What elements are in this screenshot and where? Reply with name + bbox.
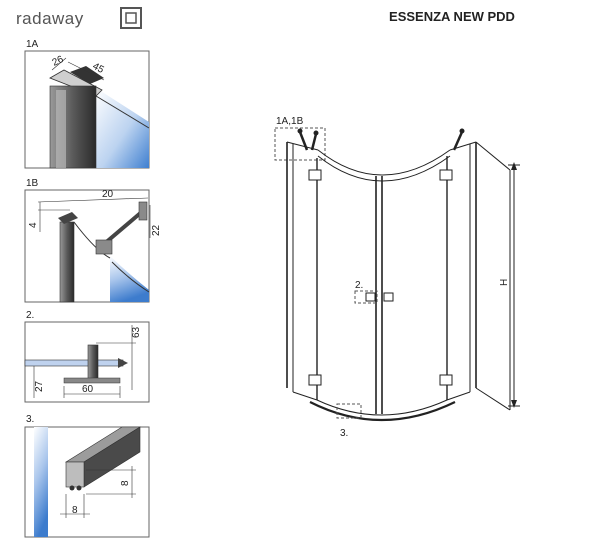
detail-2: 2. 63 27 60 <box>24 310 150 403</box>
detail-1b: 1B 20 4 22 <box>24 178 162 303</box>
stabilizer-bar-right <box>452 131 464 151</box>
dim-2-60: 60 <box>82 384 94 395</box>
bottom-seal-arc <box>309 401 456 421</box>
detail-1b-label: 1B <box>26 178 39 189</box>
stabilizer-bar-left <box>298 131 309 151</box>
detail-1a-glass <box>96 88 149 168</box>
dim-2-27: 27 <box>34 380 45 392</box>
detail-2-handle <box>87 344 99 382</box>
callout-2-label: 2. <box>355 280 363 291</box>
dim-1a-26: 26 <box>51 54 66 69</box>
dim-2-63: 63 <box>131 326 142 338</box>
detail-3: 3. 8 8 <box>24 414 150 538</box>
brand-logo: radaway <box>16 7 142 29</box>
hinge-left-top <box>308 169 322 181</box>
detail-1b-glass <box>110 256 149 302</box>
callout-2-box <box>354 290 378 304</box>
dim-1a-45: 45 <box>91 61 106 76</box>
height-label: H <box>499 279 510 286</box>
detail-3-glass <box>34 427 48 537</box>
hinge-right-top <box>439 169 453 181</box>
detail-1b-connector <box>95 239 113 255</box>
callout-3-label: 3. <box>340 428 348 439</box>
brand-name: radaway <box>16 9 84 28</box>
handle-left <box>365 292 376 302</box>
dim-3-8-height: 8 <box>120 480 131 486</box>
dim-1b-4: 4 <box>28 222 39 228</box>
callout-3-box <box>336 403 362 419</box>
detail-1a-label: 1A <box>26 39 39 50</box>
handle-right <box>383 292 394 302</box>
detail-1b-profile <box>59 221 75 303</box>
callout-1a-1b-label: 1A,1B <box>276 116 304 127</box>
callout-1a-1b-box <box>274 127 326 161</box>
dim-3-8-width: 8 <box>72 505 78 516</box>
dim-1b-22: 22 <box>151 224 162 236</box>
hinge-right-bottom <box>439 374 453 386</box>
product-title: ESSENZA NEW PDD <box>389 9 515 24</box>
main-drawing: 1A,1B <box>274 116 520 439</box>
dim-1b-20: 20 <box>102 189 114 200</box>
detail-2-glass <box>24 359 124 367</box>
top-arc <box>317 149 451 176</box>
detail-2-label: 2. <box>26 310 34 321</box>
hinge-left-bottom <box>308 374 322 386</box>
detail-1a: 1A 26 45 <box>24 39 150 169</box>
detail-1b-frame <box>24 189 150 303</box>
brand-square-icon <box>120 7 142 29</box>
detail-3-label: 3. <box>26 414 34 425</box>
